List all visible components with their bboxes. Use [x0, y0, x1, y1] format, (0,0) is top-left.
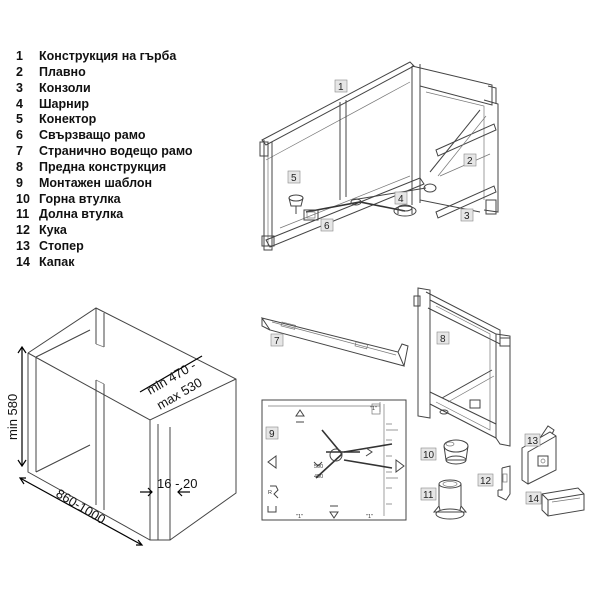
legend-item: 14 Капак	[16, 255, 256, 271]
callout-9: 9	[265, 426, 279, 440]
legend-item: 5 Конектор	[16, 112, 256, 128]
callout-12-label: 12	[480, 476, 492, 487]
callout-11: 11	[420, 487, 437, 501]
callout-8-label: 8	[440, 334, 446, 345]
legend-number: 11	[16, 207, 30, 222]
callout-4: 4	[394, 191, 408, 205]
legend-item: 3 Конзоли	[16, 81, 256, 97]
width-dimension-label: 860-1000	[53, 486, 108, 527]
callout-4-label: 4	[398, 194, 404, 205]
callout-10-label: 10	[423, 450, 435, 461]
legend-label: Странично водещо рамо	[39, 144, 193, 159]
callout-1: 1	[334, 79, 348, 93]
connector-part	[288, 194, 304, 214]
legend-number: 1	[16, 49, 23, 63]
legend-label: Предна конструкция	[39, 159, 167, 174]
legend-number: 5	[16, 112, 23, 127]
callout-8: 8	[436, 331, 450, 345]
hook-part	[497, 465, 511, 501]
stopper-part	[521, 425, 557, 485]
template-mark-450: 450	[314, 474, 323, 480]
callout-7-label: 7	[274, 336, 280, 347]
legend-number: 4	[16, 96, 23, 111]
legend-number: 8	[16, 159, 23, 174]
side-guide-arm	[260, 317, 409, 367]
callout-3-label: 3	[464, 211, 470, 222]
cabinet-box	[27, 307, 237, 541]
cabinet-dimensions	[17, 345, 203, 546]
callout-10: 10	[420, 447, 437, 461]
callout-14-label: 14	[528, 494, 540, 505]
legend-number: 12	[16, 223, 30, 238]
legend-item: 2 Плавно	[16, 65, 256, 81]
legend-number: 13	[16, 239, 30, 254]
legend-label: Свързващо рамо	[39, 128, 146, 143]
cap-part	[541, 487, 585, 517]
template-mark-500: 500	[314, 464, 323, 470]
callout-5: 5	[287, 170, 301, 184]
legend-label: Плавно	[39, 64, 86, 79]
template-mark-1a: "1"	[296, 514, 303, 520]
joint-block	[303, 209, 319, 221]
legend-label: Долна втулка	[39, 207, 124, 222]
callout-6-label: 6	[324, 221, 330, 232]
legend-item: 11 Долна втулка	[16, 207, 256, 223]
legend-label: Конзоли	[39, 80, 91, 95]
lower-bushing	[432, 479, 468, 520]
legend-label: Конектор	[39, 112, 97, 127]
upper-bushing	[443, 439, 469, 465]
callout-6: 6	[320, 218, 334, 232]
callout-12: 12	[477, 473, 494, 487]
legend-item: 9 Монтажен шаблон	[16, 176, 256, 192]
legend-number: 14	[16, 254, 30, 269]
legend-label: Шарнир	[39, 96, 90, 111]
legend-item: 8 Предна конструкция	[16, 160, 256, 176]
callout-1-label: 1	[338, 82, 344, 93]
connecting-arm	[305, 183, 437, 213]
legend-label: Горна втулка	[39, 191, 121, 206]
legend-item: 10 Горна втулка	[16, 192, 256, 208]
template-mark-1c: "1"	[370, 406, 377, 412]
hinge-part	[393, 204, 417, 217]
callout-9-label: 9	[269, 429, 275, 440]
height-dimension-label: min 580	[5, 394, 20, 440]
callout-11-label: 11	[423, 490, 434, 501]
callout-7: 7	[270, 333, 284, 347]
back-frame-assembly	[259, 61, 499, 251]
parts-legend: 1 Конструкция на гърба 2 Плавно 3 Конзоли 4…	[16, 49, 256, 271]
legend-number: 3	[16, 80, 23, 95]
template-mark-1b: "1"	[366, 514, 373, 520]
callout-3: 3	[460, 208, 474, 222]
legend-number: 2	[16, 64, 23, 79]
legend-label: Монтажен шаблон	[39, 175, 153, 190]
legend-item: 6 Свързващо рамо	[16, 128, 256, 144]
legend-item: 7 Странично водещо рамо	[16, 144, 256, 160]
callout-13-label: 13	[527, 436, 539, 447]
callout-5-label: 5	[291, 173, 297, 184]
legend-number: 9	[16, 175, 23, 190]
mounting-template	[261, 399, 407, 521]
legend-label: Капак	[39, 254, 75, 269]
legend-label: Кука	[39, 223, 67, 238]
legend-number: 6	[16, 128, 23, 143]
callout-2-label: 2	[467, 156, 473, 167]
legend-number: 7	[16, 144, 23, 159]
front-frame	[413, 287, 511, 447]
callout-14: 14	[525, 491, 542, 505]
callout-2: 2	[463, 153, 477, 167]
legend-item: 1 Конструкция на гърба	[16, 49, 256, 65]
legend-label: Стопер	[39, 239, 84, 254]
template-mark-r: R	[268, 490, 272, 496]
legend-item: 4 Шарнир	[16, 97, 256, 113]
legend-item: 13 Стопер	[16, 239, 256, 255]
offset-dimension-label: 16 - 20	[157, 476, 197, 491]
legend-label: Конструкция на гърба	[39, 49, 177, 63]
legend-item: 12 Кука	[16, 223, 256, 239]
callout-13: 13	[524, 433, 541, 447]
legend-number: 10	[16, 191, 30, 206]
